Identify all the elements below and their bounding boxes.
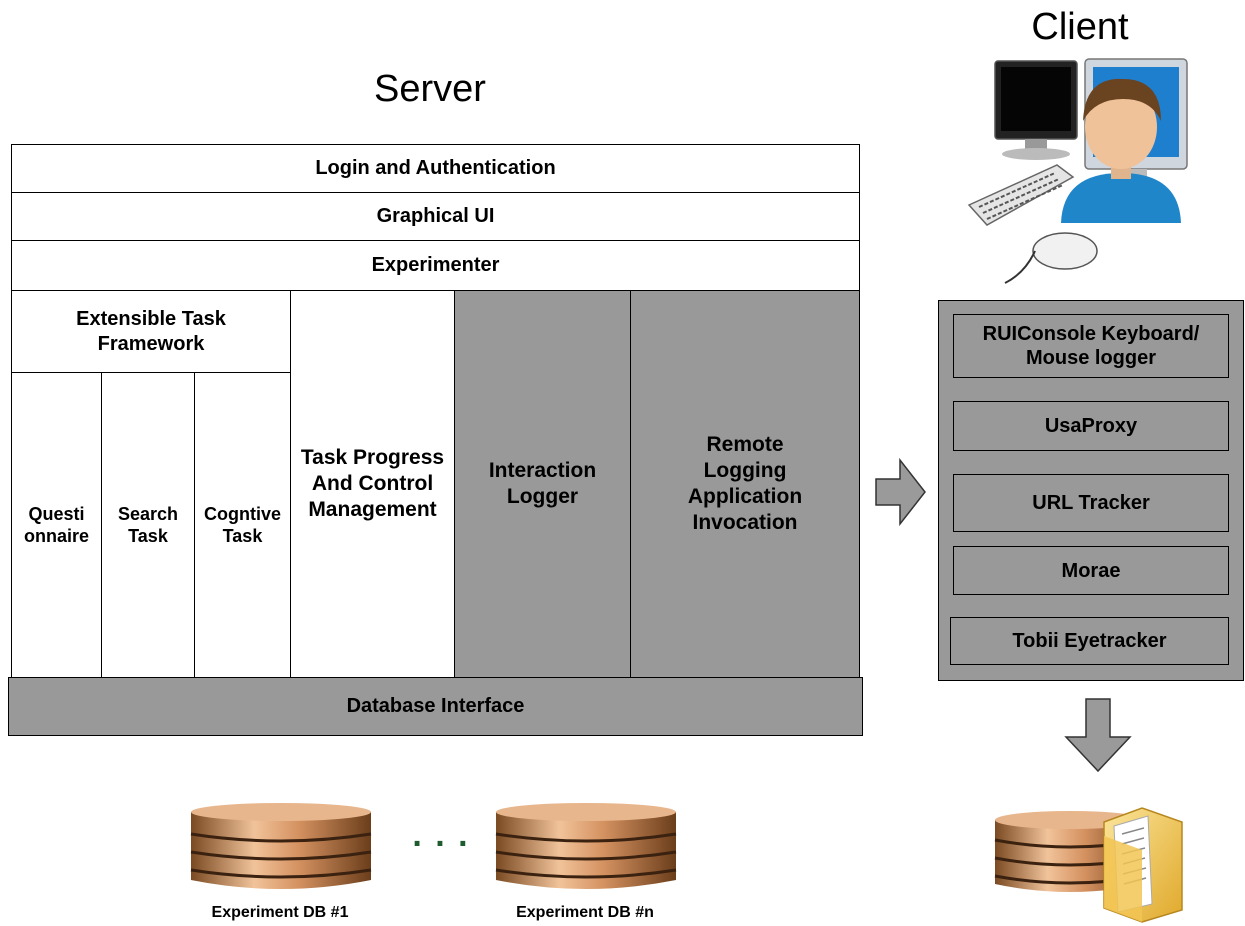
- experiment-db-1-icon: [190, 803, 372, 889]
- cognitive-task-module: Cogntive Task: [194, 372, 291, 678]
- client-title: Client: [1031, 6, 1129, 48]
- morae-module: Morae: [953, 546, 1229, 595]
- client-db-folder-icon: [994, 807, 1183, 923]
- tobii-eyetracker-module: Tobii Eyetracker: [950, 617, 1229, 665]
- usaproxy-module: UsaProxy: [953, 401, 1229, 451]
- right-arrow-icon: [875, 457, 926, 527]
- extensible-task-framework: Extensible Task Framework: [11, 290, 291, 373]
- interaction-logger: Interaction Logger: [454, 290, 631, 678]
- experiment-db-n-label: Experiment DB #n: [516, 904, 654, 921]
- login-auth-layer: Login and Authentication: [11, 144, 860, 193]
- db-ellipsis: . . .: [412, 816, 470, 854]
- down-arrow-icon: [1064, 698, 1132, 773]
- experimenter-layer: Experimenter: [11, 240, 860, 291]
- experiment-db-1-label: Experiment DB #1: [211, 904, 349, 921]
- task-progress-control: Task Progress And Control Management: [290, 290, 455, 678]
- url-tracker-module: URL Tracker: [953, 474, 1229, 532]
- search-task-module: Search Task: [101, 372, 195, 678]
- ruiconsole-logger-module: RUIConsole Keyboard/ Mouse logger: [953, 314, 1229, 378]
- experiment-db-n-icon: [495, 803, 677, 889]
- remote-logging-invocation: Remote Logging Application Invocation: [630, 290, 860, 678]
- questionnaire-module: Questi onnaire: [11, 372, 102, 678]
- database-interface-layer: Database Interface: [8, 677, 863, 736]
- user-computer-icon: [967, 58, 1188, 284]
- server-title: Server: [374, 68, 486, 110]
- graphical-ui-layer: Graphical UI: [11, 192, 860, 241]
